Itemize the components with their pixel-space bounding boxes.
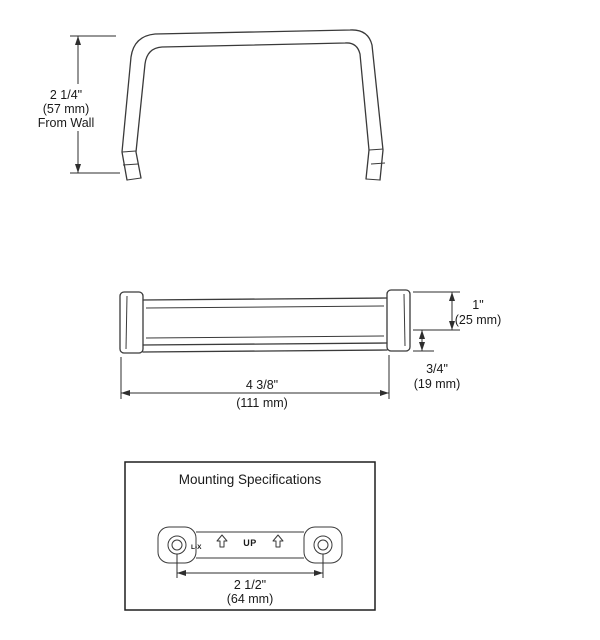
figure-top-view: 1" (25 mm) 3/4" (19 mm) 4 3/8" (111 mm) xyxy=(119,289,502,410)
handle-inner-outline xyxy=(135,42,370,180)
dim-from-wall-value: 2 1/4" xyxy=(50,88,82,102)
body-back-rim xyxy=(142,297,388,301)
mounting-title: Mounting Specifications xyxy=(179,472,322,487)
handle-right-foot-detail xyxy=(365,148,386,181)
right-cap-inner-line xyxy=(403,293,406,347)
mounting-box-border xyxy=(124,461,376,611)
body-bottom-edge xyxy=(142,349,388,353)
dim-from-wall-note: From Wall xyxy=(38,116,94,130)
dim-width-value: 4 3/8" xyxy=(246,378,278,392)
right-screw-hole-inner xyxy=(317,539,329,551)
dim-base-value: 3/4" xyxy=(426,362,448,376)
body-front-inner xyxy=(145,335,385,339)
left-cap-inner-line xyxy=(125,295,128,350)
left-screw-hole-inner xyxy=(171,539,183,551)
dim-from-wall-metric: (57 mm) xyxy=(43,102,90,116)
body-front-rim xyxy=(142,342,388,346)
handle-outer-outline xyxy=(121,29,384,181)
dim-thickness-metric: (25 mm) xyxy=(455,313,502,327)
mounting-specifications-panel: Mounting Specifications L-X UP 2 1/2" (6… xyxy=(124,461,376,611)
dimension-thickness: 1" (25 mm) xyxy=(413,291,502,331)
handle-left-foot-detail xyxy=(121,150,142,181)
up-arrow-left-icon xyxy=(216,534,228,548)
dimension-base: 3/4" (19 mm) xyxy=(413,330,460,391)
plate-up-label: UP xyxy=(243,538,257,548)
up-arrow-right-icon xyxy=(272,534,284,548)
dim-holes-metric: (64 mm) xyxy=(227,592,274,606)
right-end-cap xyxy=(386,289,411,352)
plate-part-label: L-X xyxy=(191,544,202,551)
figure-front-view: 2 1/4" (57 mm) From Wall xyxy=(38,29,386,181)
dimension-hole-spacing: 2 1/2" (64 mm) xyxy=(176,554,324,606)
left-end-cap xyxy=(119,291,144,354)
dim-holes-value: 2 1/2" xyxy=(234,578,266,592)
mounting-plate: L-X UP xyxy=(157,526,343,564)
dimension-width: 4 3/8" (111 mm) xyxy=(120,355,390,410)
dim-base-metric: (19 mm) xyxy=(414,377,461,391)
dim-thickness-value: 1" xyxy=(472,298,483,312)
left-screw-hole-outer xyxy=(167,535,187,555)
dimension-from-wall: 2 1/4" (57 mm) From Wall xyxy=(38,35,120,174)
right-screw-hole-outer xyxy=(313,535,333,555)
dim-width-metric: (111 mm) xyxy=(236,396,288,410)
body-back-inner xyxy=(145,305,385,309)
